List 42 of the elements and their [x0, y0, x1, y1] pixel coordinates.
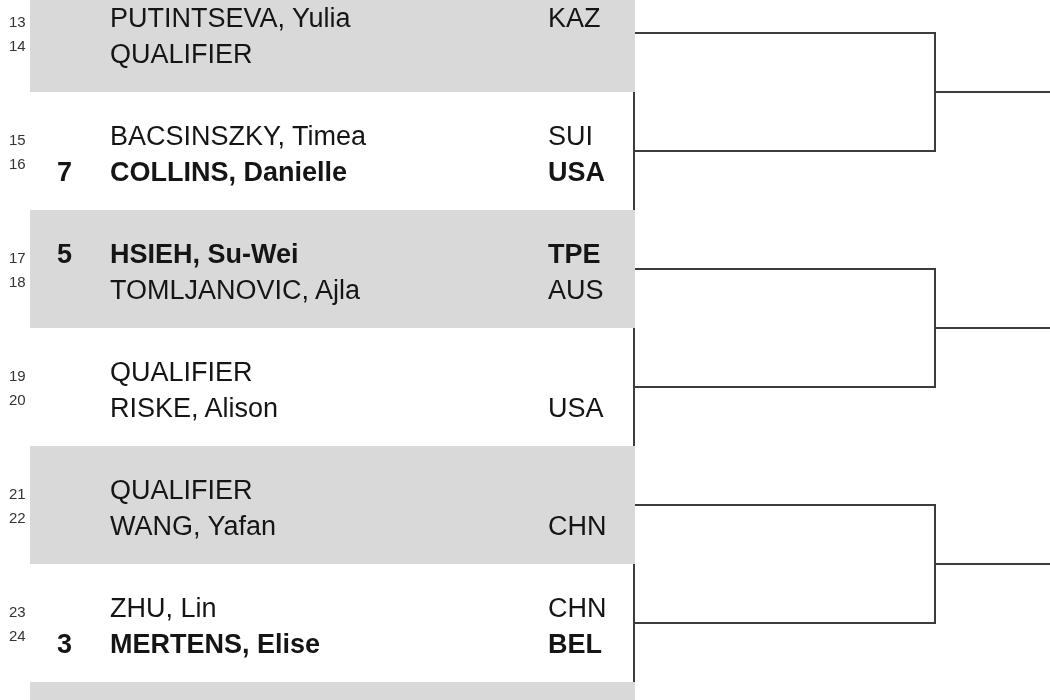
draw-number: 20 [9, 391, 26, 409]
draw-number: 21 [9, 485, 26, 503]
country-code: AUS [548, 274, 604, 307]
player-name: HSIEH, Su-Wei [110, 238, 299, 271]
match-band [30, 446, 635, 564]
draw-number: 16 [9, 155, 26, 173]
draw-number: 23 [9, 603, 26, 621]
draw-number: 19 [9, 367, 26, 385]
seed-number: 5 [57, 238, 73, 271]
country-code: CHN [548, 592, 607, 625]
player-name: WANG, Yafan [110, 510, 277, 543]
bracket-line [634, 327, 1050, 388]
draw-number: 15 [9, 131, 26, 149]
player-name: MERTENS, Elise [110, 628, 321, 661]
match-band [30, 210, 635, 328]
bracket-line [634, 563, 1050, 624]
player-name: PUTINTSEVA, Yulia [110, 2, 351, 35]
draw-number: 18 [9, 273, 26, 291]
draw-number: 14 [9, 37, 26, 55]
seed-number: 3 [57, 628, 73, 661]
country-code: USA [548, 392, 604, 425]
draw-number: 22 [9, 509, 26, 527]
seed-number: 7 [57, 156, 73, 189]
country-code: KAZ [548, 2, 601, 35]
country-code: USA [548, 156, 605, 189]
player-name: TOMLJANOVIC, Ajla [110, 274, 361, 307]
country-code: TPE [548, 238, 601, 271]
player-name: RISKE, Alison [110, 392, 279, 425]
country-code: CHN [548, 510, 607, 543]
match-band [30, 0, 635, 92]
player-name: QUALIFIER [110, 474, 253, 507]
draw-number: 17 [9, 249, 26, 267]
draw-number: 13 [9, 13, 26, 31]
country-code: SUI [548, 120, 593, 153]
player-name: QUALIFIER [110, 356, 253, 389]
player-name: QUALIFIER [110, 38, 253, 71]
country-code: BEL [548, 628, 602, 661]
player-name: BACSINSZKY, Timea [110, 120, 367, 153]
draw-number: 24 [9, 627, 26, 645]
player-name: ZHU, Lin [110, 592, 217, 625]
player-name: COLLINS, Danielle [110, 156, 348, 189]
bracket-line [634, 91, 1050, 152]
